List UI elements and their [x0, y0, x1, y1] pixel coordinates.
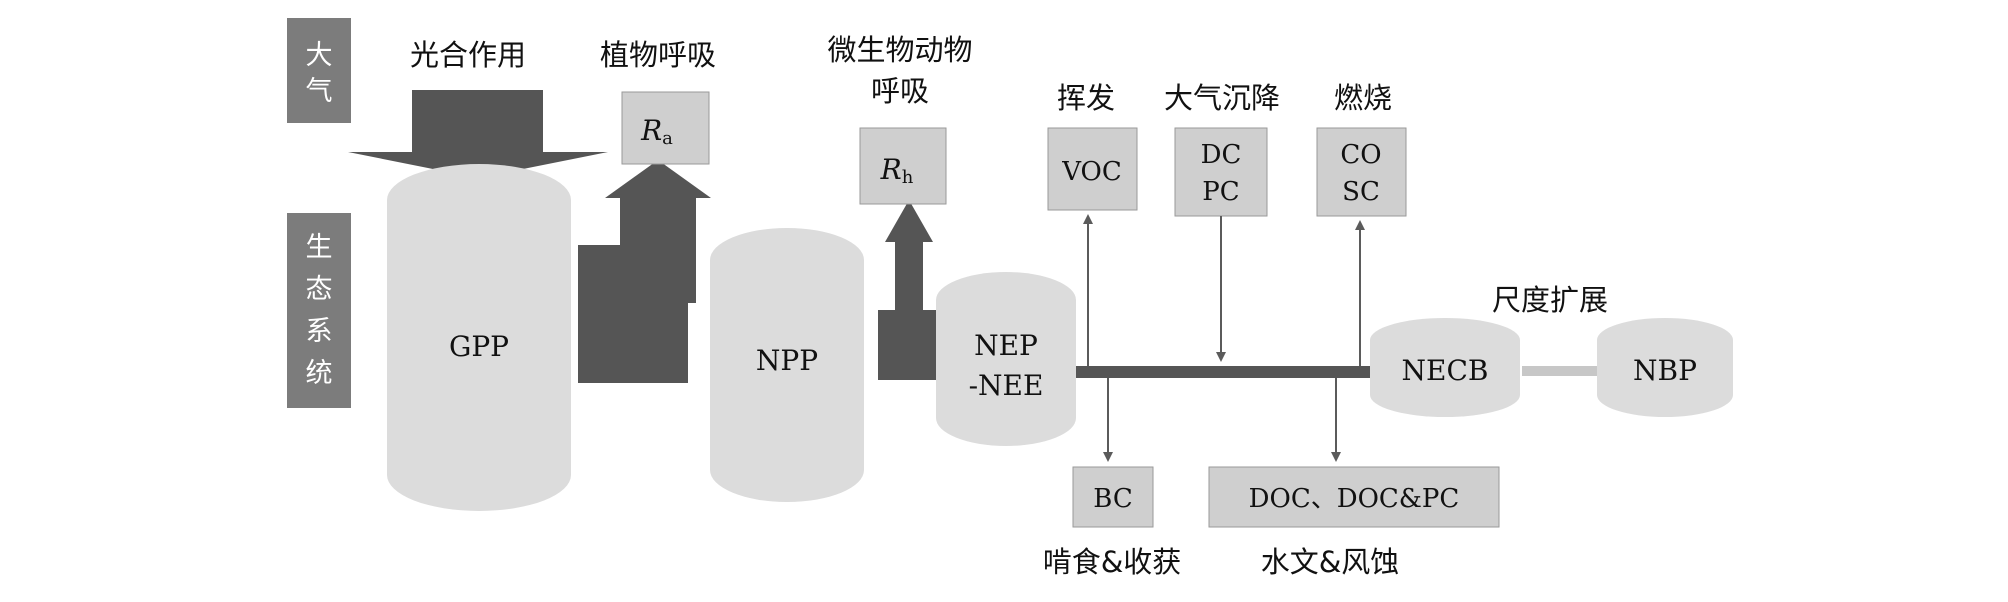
pc-label: PC [1202, 177, 1239, 207]
necb-nbp-connector [1522, 366, 1600, 376]
co-label: CO [1340, 140, 1381, 170]
ecosystem-label-char-4: 统 [306, 358, 333, 389]
atmosphere-label-char-1: 大 [306, 40, 333, 71]
rh-flux-arrow [878, 200, 933, 350]
rh-box [859, 127, 947, 205]
nep-pool [936, 272, 1076, 446]
voc-box [1047, 127, 1138, 211]
photosynthesis-label: 光合作用 [410, 38, 526, 72]
nep-necb-flux-bar [1076, 366, 1370, 378]
npp-label: NPP [756, 344, 818, 377]
necb-label: NECB [1402, 354, 1489, 387]
plant-respiration-label: 植物呼吸 [600, 38, 716, 72]
deposition-label: 大气沉降 [1164, 81, 1280, 115]
nbp-pool [1597, 318, 1733, 417]
ra-flux-arrow [578, 160, 711, 303]
ecosystem-label-char-3: 系 [306, 316, 333, 347]
nbp-label: NBP [1633, 354, 1697, 387]
photosynthesis-arrow [348, 90, 608, 178]
gpp-pool [387, 164, 571, 511]
gpp-label: GPP [449, 330, 509, 363]
bc-label: BC [1093, 484, 1132, 514]
atmosphere-label-box [287, 18, 351, 123]
bc-box [1072, 466, 1154, 528]
ra-box [621, 91, 710, 165]
npp-pool [710, 228, 864, 502]
dc-label: DC [1201, 140, 1242, 170]
microbe-respiration-label-line2: 呼吸 [871, 74, 929, 108]
doc-label: DOC、DOC&PC [1249, 484, 1460, 514]
ecosystem-label-char-2: 态 [306, 274, 333, 305]
deposition-box [1174, 127, 1268, 217]
hydrology-erosion-label: 水文&风蚀 [1261, 545, 1400, 579]
nep-label-line2: -NEE [969, 369, 1044, 402]
doc-box [1208, 466, 1500, 528]
necb-pool [1370, 318, 1520, 417]
nep-label-line1: NEP [974, 329, 1038, 362]
microbe-respiration-label-line1: 微生物动物 [827, 33, 972, 67]
combustion-label: 燃烧 [1334, 81, 1392, 115]
atmosphere-label-char-2: 气 [306, 76, 333, 107]
rh-label: Rh [880, 153, 914, 188]
ra-label: Ra [640, 114, 673, 149]
sc-label: SC [1342, 177, 1380, 207]
combustion-box [1316, 127, 1407, 217]
ecosystem-label-char-1: 生 [306, 232, 333, 263]
ecosystem-label-box [287, 213, 351, 408]
voc-label: VOC [1061, 157, 1122, 187]
volatilization-label: 挥发 [1057, 81, 1115, 115]
grazing-harvest-label: 啃食&收获 [1043, 545, 1182, 579]
scale-expansion-label: 尺度扩展 [1492, 283, 1608, 317]
